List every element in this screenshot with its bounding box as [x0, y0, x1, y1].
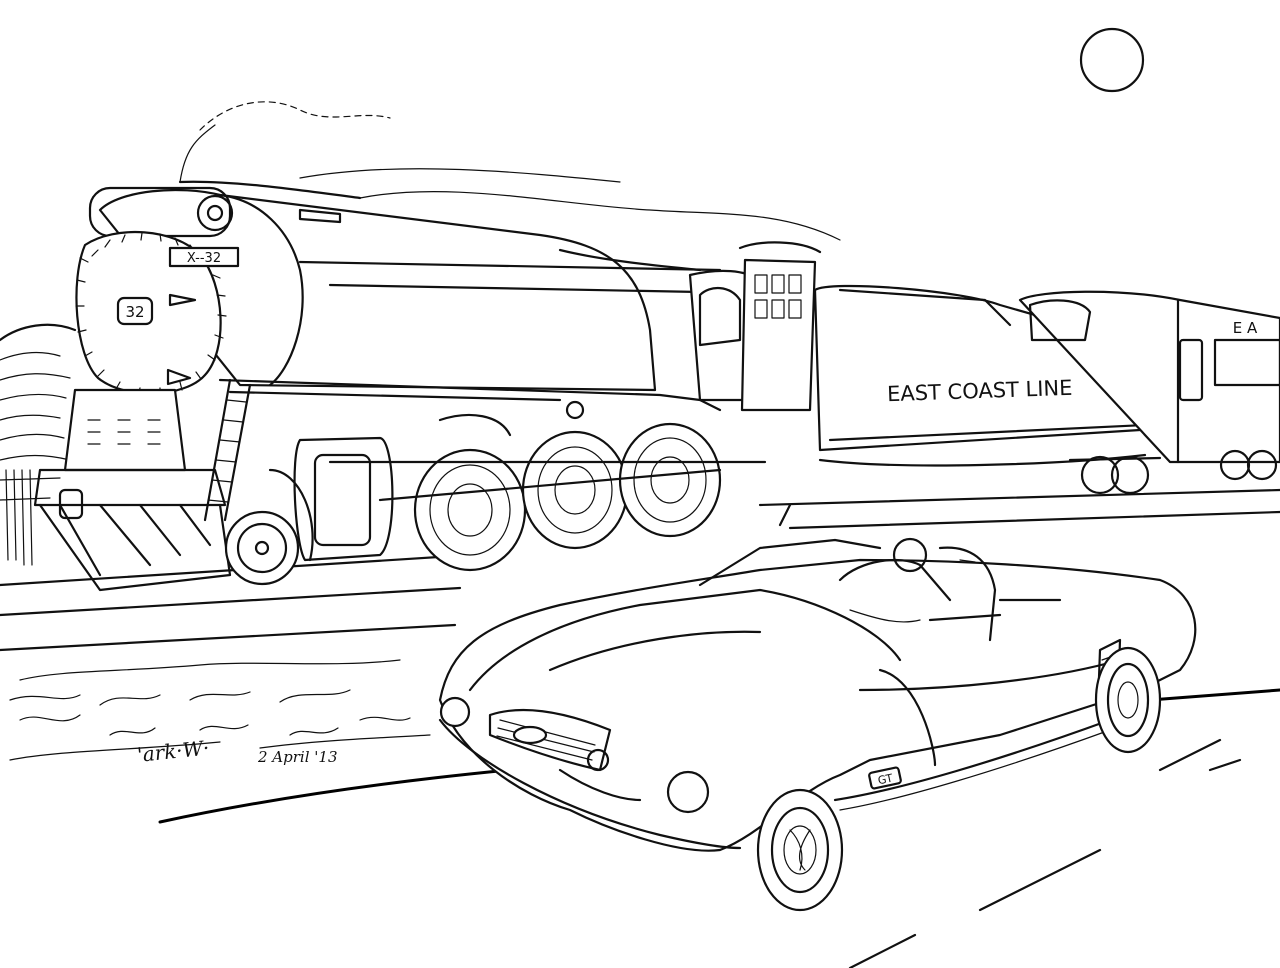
steam-trail	[179, 101, 841, 241]
background-hills	[0, 323, 77, 566]
ground-texture	[9, 714, 431, 761]
steam-locomotive: 32 X--32	[33, 180, 822, 592]
coach-lettering: E A	[1233, 319, 1258, 337]
headcode-board: X--32	[187, 251, 221, 266]
rail-track	[0, 488, 1280, 706]
passenger-coach: E A	[1018, 290, 1280, 481]
convertible-car: GT	[438, 503, 1197, 912]
drawing-date: 2 April '13	[257, 748, 338, 766]
driving-wheels	[328, 400, 767, 572]
gt-badge: GT	[877, 772, 895, 788]
sun	[1079, 27, 1145, 93]
smokebox-number: 32	[125, 303, 144, 321]
artist-signature: 'ark·W·	[136, 736, 210, 767]
